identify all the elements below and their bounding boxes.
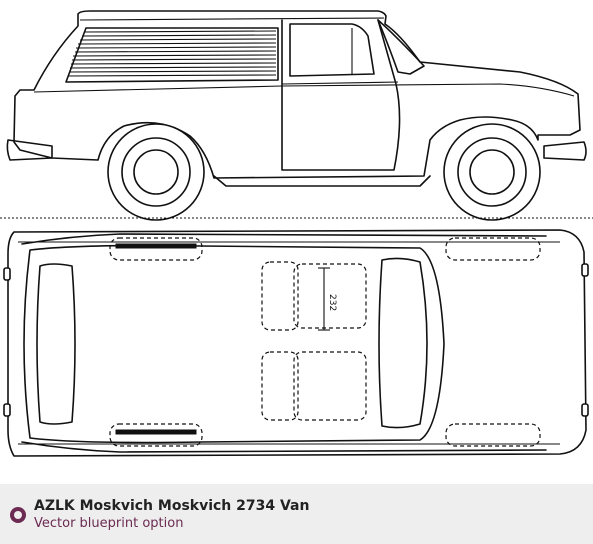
caption-subtitle[interactable]: Vector blueprint option <box>34 516 184 531</box>
side-view <box>6 10 587 221</box>
radio-circle-icon[interactable] <box>10 507 26 523</box>
top-view: 232 <box>3 229 589 457</box>
front-wheel <box>443 123 541 221</box>
tyre-treads <box>115 243 197 435</box>
caption-bar: AZLK Moskvich Moskvich 2734 Van Vector b… <box>0 484 593 544</box>
dimension-label: 232 <box>327 294 337 311</box>
louvre-lines <box>67 30 277 77</box>
car-blueprint-drawing: 232 <box>0 10 593 457</box>
rear-wheel <box>107 123 205 221</box>
caption-title: AZLK Moskvich Moskvich 2734 Van <box>34 498 310 514</box>
